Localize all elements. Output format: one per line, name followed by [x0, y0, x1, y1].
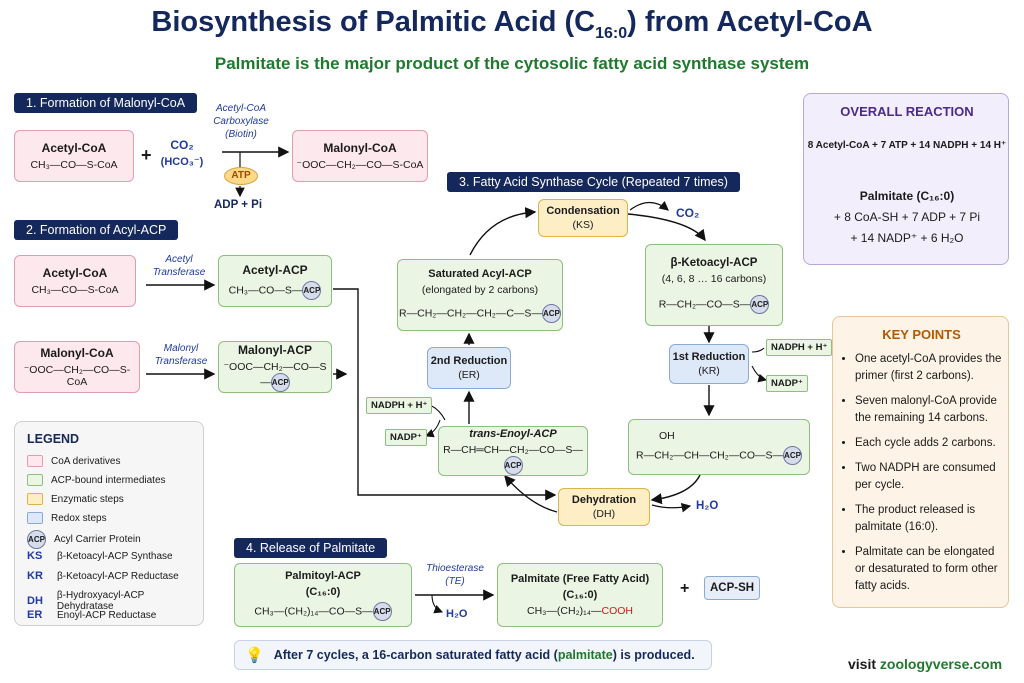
acp-icon: ACP: [302, 280, 322, 300]
second-reduction-step: 2nd Reduction (ER): [427, 347, 511, 389]
legend-heading: LEGEND: [27, 432, 80, 446]
condensation-step: Condensation (KS): [538, 199, 628, 237]
page-title: Biosynthesis of Palmitic Acid (C16:0) fr…: [151, 6, 873, 42]
site-credit[interactable]: visit zoologyverse.com: [848, 656, 1003, 672]
key-point-item: Each cycle adds 2 carbons.: [855, 435, 1003, 452]
malonyl-transferase-label: Malonyl Transferase: [154, 343, 208, 367]
section-header-malonyl: 1. Formation of Malonyl-CoA: [14, 93, 198, 113]
acp-icon: ACP: [270, 372, 290, 392]
key-point-item: Two NADPH are consumed per cycle.: [855, 460, 1003, 494]
key-point-item: One acetyl-CoA provides the primer (firs…: [855, 351, 1003, 385]
nadph-input-2: NADPH + H⁺: [366, 397, 433, 414]
key-point-item: The product released is palmitate (16:0)…: [855, 502, 1003, 536]
lightbulb-icon: 💡: [245, 647, 264, 664]
malonyl-coa-box: Malonyl-CoA ⁻OOC—CH₂—CO—S-CoA: [292, 130, 428, 182]
acp-sh-box: ACP-SH: [704, 576, 760, 600]
acp-icon: ACP: [372, 601, 392, 621]
legend-panel: LEGEND CoA derivatives ACP-bound interme…: [14, 421, 204, 626]
acp-icon: ACP: [541, 303, 561, 323]
section-header-fas-cycle: 3. Fatty Acid Synthase Cycle (Repeated 7…: [447, 172, 740, 192]
thioesterase-label: Thioesterase (TE): [426, 563, 484, 587]
legend-enzymatic: Enzymatic steps: [27, 493, 124, 505]
legend-redox: Redox steps: [27, 512, 107, 524]
adp-pi-label: ADP + Pi: [214, 199, 263, 211]
release-h2o-label: H₂O: [446, 608, 468, 620]
page-subtitle: Palmitate is the major product of the cy…: [214, 54, 810, 73]
plus-sign: +: [141, 145, 152, 165]
palmitoyl-acp-box: Palmitoyl-ACP (C₁₆:0) CH₃—(CH₂)₁₄—CO—S—A…: [234, 563, 412, 627]
h2o-released-label: H₂O: [696, 500, 719, 512]
legend-coa: CoA derivatives: [27, 455, 120, 467]
first-reduction-step: 1st Reduction (KR): [669, 344, 749, 384]
co2-released-label: CO₂: [676, 206, 700, 220]
key-points-heading: KEY POINTS: [882, 327, 961, 342]
release-plus-sign: +: [680, 580, 690, 597]
overall-product-line3: + 14 NADP⁺ + 6 H₂O: [850, 231, 964, 245]
co2-label: CO₂ (HCO₃⁻): [160, 138, 204, 168]
section-header-release: 4. Release of Palmitate: [234, 538, 388, 558]
hydroxyacyl-acp-box: OH R—CH₂—CH—CH₂—CO—S—ACP: [628, 419, 810, 475]
nadp-output-2: NADP⁺: [385, 429, 427, 446]
overall-reaction-panel: OVERALL REACTION 8 Acetyl-CoA + 7 ATP + …: [803, 93, 1009, 265]
overall-product-palmitate: Palmitate (C₁₆:0): [859, 189, 955, 203]
acetyl-transferase-label: Acetyl Transferase: [152, 254, 206, 278]
saturated-acyl-acp-box: Saturated Acyl-ACP (elongated by 2 carbo…: [397, 259, 563, 331]
key-points-panel: KEY POINTS One acetyl-CoA provides the p…: [832, 316, 1009, 608]
acetyl-coa-carboxylase-label: Acetyl-CoA Carboxylase (Biotin): [213, 103, 269, 140]
section-header-acyl-acp: 2. Formation of Acyl-ACP: [14, 220, 179, 240]
acetyl-coa-box: Acetyl-CoA CH₃—CO—S-CoA: [14, 130, 134, 182]
malonyl-acp-box: Malonyl-ACP ⁻OOC—CH₂—CO—S—ACP: [218, 341, 332, 393]
nadp-output-1: NADP⁺: [766, 375, 808, 392]
acp-icon: ACP: [783, 445, 802, 465]
nadph-input-1: NADPH + H⁺: [766, 339, 833, 356]
acetyl-acp-box: Acetyl-ACP CH₃—CO—S—ACP: [218, 255, 332, 307]
summary-note: 💡 After 7 cycles, a 16-carbon saturated …: [234, 640, 712, 670]
acp-icon: ACP: [503, 455, 523, 475]
acp-icon: ACP: [27, 530, 46, 549]
key-point-item: Seven malonyl-CoA provide the remaining …: [855, 393, 1003, 427]
key-points-list: One acetyl-CoA provides the primer (firs…: [855, 351, 1003, 603]
enoyl-acp-box: trans-Enoyl-ACP R—CH═CH—CH₂—CO—S—ACP: [438, 426, 588, 476]
palmitate-box: Palmitate (Free Fatty Acid) (C₁₆:0) CH₃—…: [497, 563, 663, 627]
ketoacyl-acp-box: β-Ketoacyl-ACP (4, 6, 8 … 16 carbons) R—…: [645, 244, 783, 326]
key-point-item: Palmitate can be elongated or desaturate…: [855, 544, 1003, 595]
malonyl-coa-box-2: Malonyl-CoA ⁻OOC—CH₂—CO—S-CoA: [14, 341, 140, 393]
dehydration-step: Dehydration (DH): [558, 488, 650, 526]
acp-icon: ACP: [750, 294, 770, 314]
overall-reactants: 8 Acetyl-CoA + 7 ATP + 14 NADPH + 14 H⁺: [807, 140, 1007, 151]
acetyl-coa-box-2: Acetyl-CoA CH₃—CO—S-CoA: [14, 255, 136, 307]
overall-reaction-heading: OVERALL REACTION: [840, 104, 974, 119]
atp-badge: ATP: [224, 167, 258, 185]
legend-acp: ACP-bound intermediates: [27, 474, 166, 486]
overall-product-line2: + 8 CoA-SH + 7 ADP + 7 Pi: [833, 210, 981, 224]
